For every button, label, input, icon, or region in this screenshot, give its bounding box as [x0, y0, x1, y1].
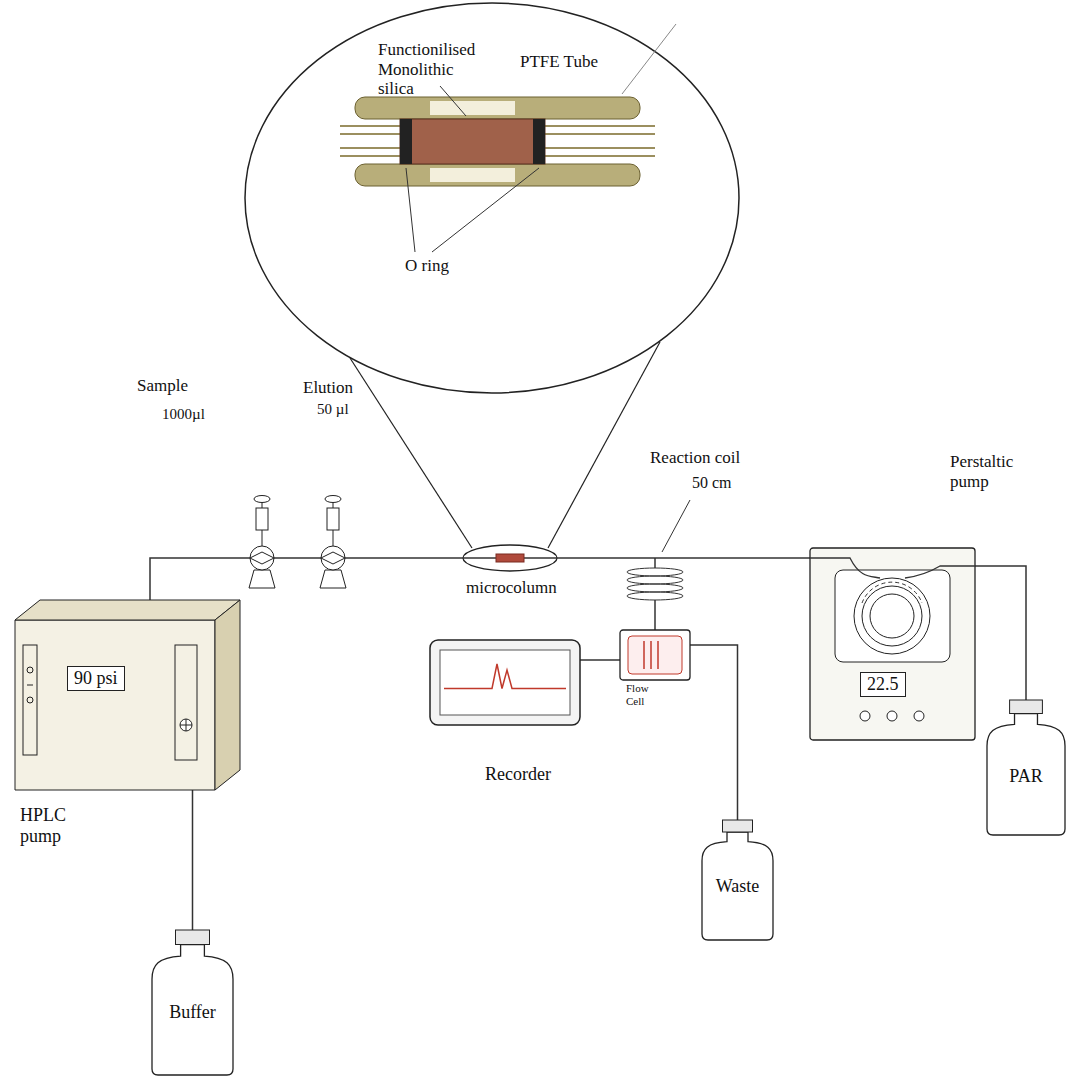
bottle-label: Waste — [700, 876, 775, 897]
recorder: Recorder — [430, 640, 580, 725]
component-label: Elution — [303, 378, 353, 398]
leader-lines — [406, 24, 690, 552]
peristaltic-pump: 22.5Perstaltic pump — [810, 548, 975, 740]
recorder-shape — [430, 640, 580, 725]
tubing-line — [690, 645, 738, 820]
display-reading: 22.5 — [860, 672, 906, 697]
waste-bottle: Waste — [700, 820, 775, 940]
length-label: 50 cm — [692, 474, 732, 492]
display-reading: 90 psi — [67, 666, 125, 691]
tubing-line — [580, 659, 620, 661]
tubing-line — [274, 557, 321, 559]
injection-valve: Sample1000µl — [250, 546, 274, 570]
injection-valve-shape — [321, 546, 345, 570]
injection-valve-shape — [250, 546, 274, 570]
reagent-bottle: PAR — [985, 700, 1067, 835]
peristaltic-pump-shape — [810, 548, 975, 740]
tubing-line — [150, 558, 250, 600]
tubing-line — [558, 557, 620, 559]
microcolumn-shape — [462, 544, 558, 572]
hplc-pump-shape — [15, 600, 240, 790]
microcolumn: microcolumn — [462, 544, 558, 572]
tubing-line — [654, 612, 656, 630]
component-label: Reaction coil — [650, 448, 740, 468]
reaction-coil-shape — [620, 546, 690, 612]
part-label: O ring — [405, 256, 449, 276]
tubing-line — [690, 557, 810, 559]
component-label: Flow Cell — [626, 682, 660, 707]
component-label: Recorder — [485, 764, 551, 785]
reaction-coil: Reaction coil50 cm — [620, 546, 690, 612]
component-label: Sample — [137, 376, 188, 396]
flow-cell: Flow Cell — [620, 630, 690, 680]
column-assembly — [340, 97, 655, 186]
volume-label: 1000µl — [162, 406, 205, 423]
buffer-bottle: Buffer — [150, 930, 235, 1075]
tubing-line — [191, 790, 193, 930]
bottle-label: Buffer — [150, 1002, 235, 1023]
tubing-line — [345, 557, 462, 559]
hplc-pump: 90 psiHPLC pump — [15, 600, 240, 790]
part-label: Functionilised Monolithic silica — [378, 40, 478, 99]
part-label: PTFE Tube — [520, 52, 598, 72]
injection-valve: Elution50 µl — [321, 546, 345, 570]
flow-cell-shape — [620, 630, 690, 680]
component-label: Perstaltic pump — [950, 452, 1030, 491]
component-label: HPLC pump — [20, 805, 90, 846]
volume-label: 50 µl — [317, 401, 349, 418]
component-label: microcolumn — [466, 578, 557, 598]
tubing-line — [975, 566, 1026, 700]
bottle-label: PAR — [985, 766, 1067, 787]
